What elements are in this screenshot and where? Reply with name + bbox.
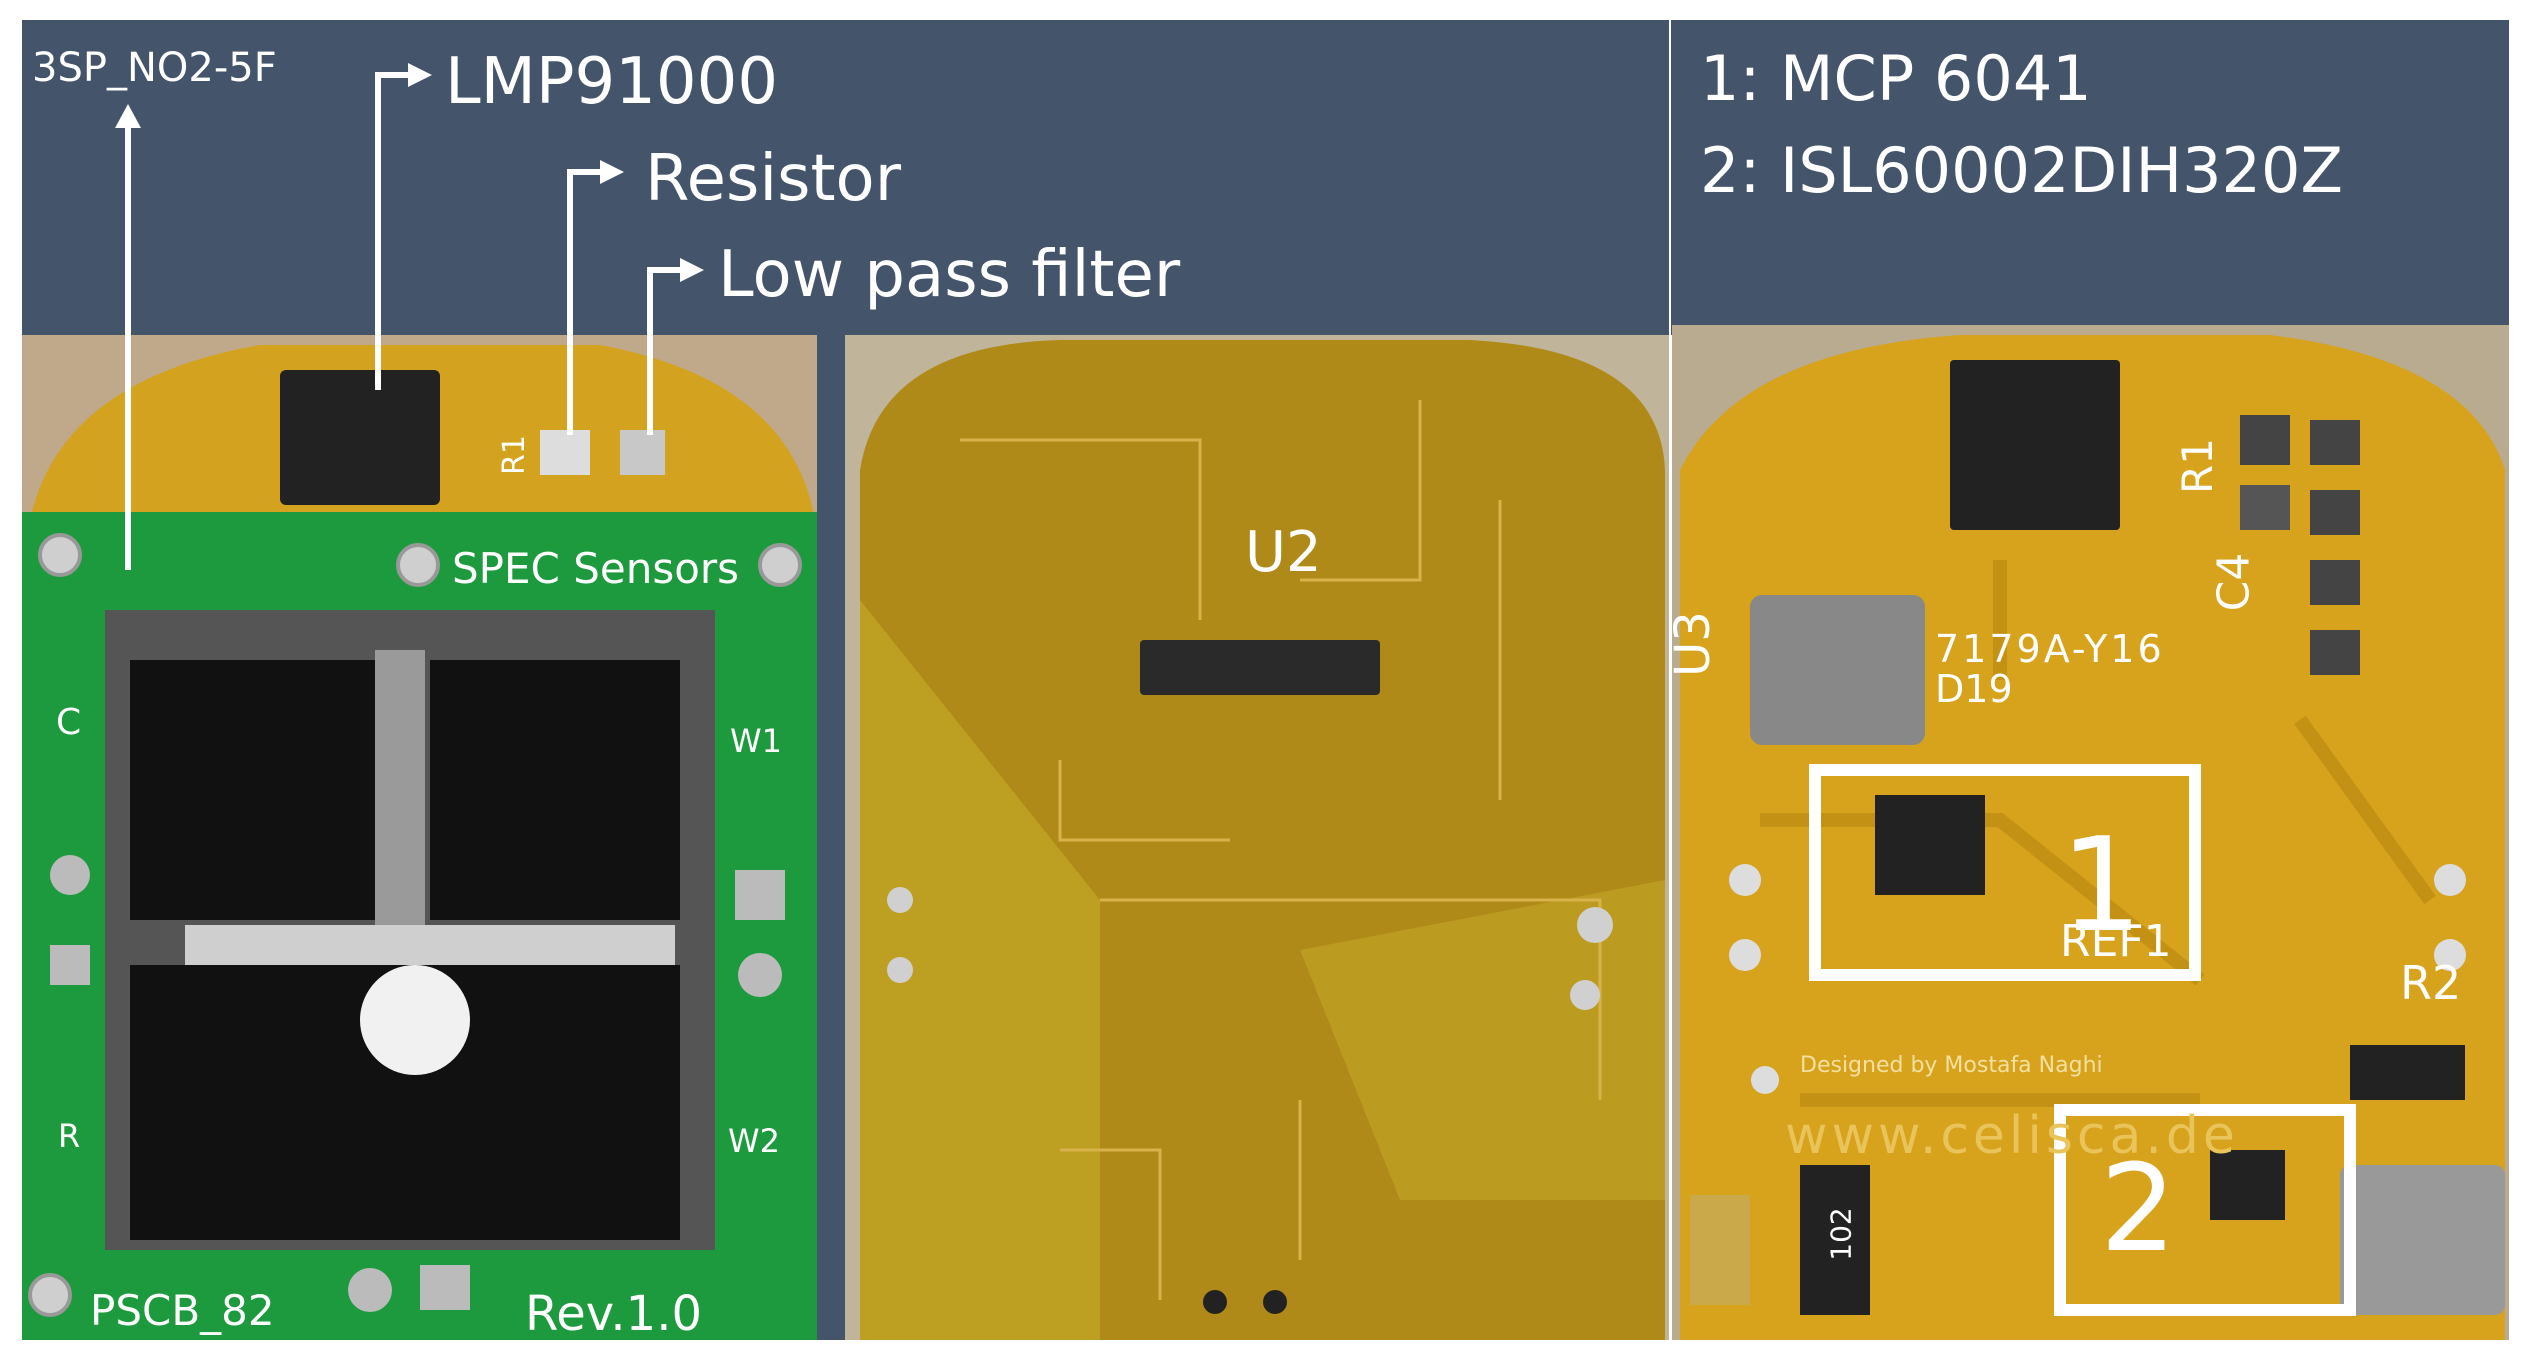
arrow-resistor xyxy=(567,169,602,435)
left-pin-w2: W2 xyxy=(728,1122,780,1160)
callout-arrows xyxy=(125,72,682,570)
left-pin-r: R xyxy=(58,1117,81,1155)
legend-item-1: 1: MCP 6041 xyxy=(1700,42,2092,115)
ic-1 xyxy=(1875,795,1985,895)
right-code2-label: D19 xyxy=(1935,667,2013,711)
lmp91000-chip xyxy=(280,370,440,505)
right-chip-mark: 102 xyxy=(1824,1207,1858,1261)
u2-connector xyxy=(1140,640,1380,695)
panel-divider xyxy=(817,335,845,1340)
sensor-callout: 3SP_NO2-5F xyxy=(32,45,277,91)
mcp-chip xyxy=(1950,360,2120,530)
metal-can xyxy=(1750,595,1925,745)
right-ref1-label: REF1 xyxy=(2060,916,2172,967)
u2-label: U2 xyxy=(1245,520,1322,585)
left-part-label: PSCB_82 xyxy=(90,1286,275,1335)
right-r2-label: R2 xyxy=(2400,956,2462,1010)
box-2-number: 2 xyxy=(2100,1140,2177,1279)
middle-board-photo xyxy=(845,335,1670,1340)
label-banner xyxy=(22,20,2509,335)
resistor-callout: Resistor xyxy=(645,142,901,216)
right-c4-label: C4 xyxy=(2208,552,2260,612)
right-r1-label: R1 xyxy=(2172,438,2222,494)
sensor-window xyxy=(360,965,470,1075)
filter-callout: Low pass filter xyxy=(718,238,1181,312)
box-1-number: 1 xyxy=(2060,809,2143,961)
arrow-filter xyxy=(647,267,682,435)
arrow-lmp xyxy=(375,72,410,390)
right-code-label: 7179A-Y16 xyxy=(1935,627,2165,671)
resistor-component xyxy=(540,430,590,475)
right-site-label: www.celisca.de xyxy=(1785,1106,2239,1166)
filter-capacitor xyxy=(620,430,665,475)
legend-item-2: 2: ISL60002DIH320Z xyxy=(1700,134,2343,207)
right-u3-label: U3 xyxy=(1664,611,1721,677)
left-board-photo xyxy=(22,335,817,1340)
left-brand-label: SPEC Sensors xyxy=(452,544,740,593)
highlight-box-1 xyxy=(1809,764,2201,981)
right-designer-label: Designed by Mostafa Naghi xyxy=(1800,1053,2103,1078)
lmp-callout: LMP91000 xyxy=(445,45,779,119)
right-board-photo xyxy=(1672,325,2509,1340)
left-pin-c: C xyxy=(56,702,82,743)
left-r1-label: R1 xyxy=(496,435,532,475)
left-rev-label: Rev.1.0 xyxy=(525,1286,702,1342)
highlight-box-2 xyxy=(2054,1104,2356,1316)
left-pin-w1: W1 xyxy=(730,722,782,760)
ic-2 xyxy=(2210,1150,2285,1220)
arrow-heads xyxy=(115,63,704,282)
